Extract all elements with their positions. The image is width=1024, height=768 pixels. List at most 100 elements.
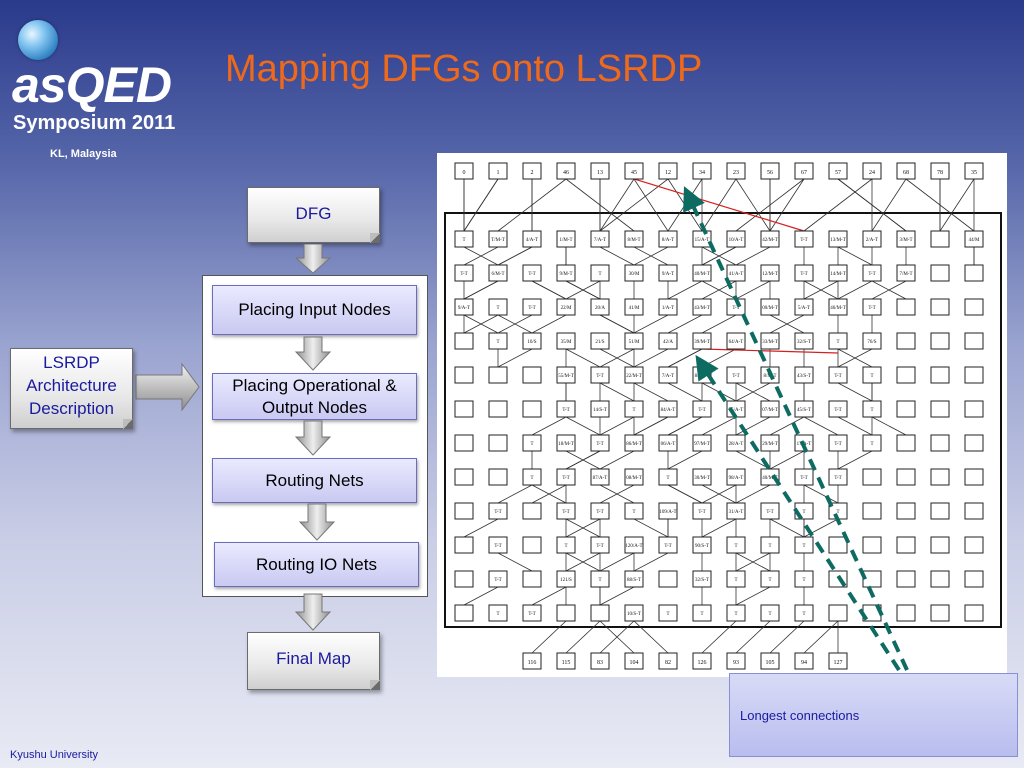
cell-box	[658, 332, 678, 350]
cell-box	[862, 570, 882, 588]
cell-box	[522, 298, 542, 316]
bottom-node-box	[794, 652, 814, 670]
cell-label: T-T	[732, 306, 739, 311]
cell-label: 45/S-T	[797, 408, 811, 413]
net-line	[531, 280, 567, 300]
cell-box	[522, 536, 542, 554]
net-line	[633, 348, 669, 368]
cell-label: 43/M-T	[694, 306, 710, 311]
cell-box	[522, 604, 542, 622]
step-routing-nets: Routing Nets	[212, 458, 417, 503]
net-line	[497, 314, 533, 334]
cell-box	[488, 230, 508, 248]
cell-label: 40/M-T	[762, 476, 778, 481]
cell-box	[726, 604, 746, 622]
net-line	[701, 314, 737, 334]
cell-label: 109/A-T	[659, 510, 676, 515]
bottom-node-box	[624, 652, 644, 670]
cell-box	[964, 366, 984, 384]
net-line	[701, 518, 737, 538]
cell-box	[692, 332, 712, 350]
step-label: Placing Operational & Output Nodes	[232, 375, 397, 417]
cell-label: T	[802, 612, 805, 617]
cell-label: T	[802, 544, 805, 549]
net-line	[599, 314, 635, 334]
cell-box	[794, 264, 814, 282]
cell-box	[488, 468, 508, 486]
top-node-label: 2	[531, 170, 534, 176]
cell-box	[556, 468, 576, 486]
cell-label: T	[870, 442, 873, 447]
cell-box	[896, 332, 916, 350]
cell-label: 90/S-T	[695, 544, 709, 549]
cell-box	[624, 230, 644, 248]
net-line	[769, 178, 805, 232]
cell-box	[930, 400, 950, 418]
cell-box	[624, 298, 644, 316]
top-node-label: 34	[699, 170, 705, 176]
top-node-box	[760, 162, 780, 180]
cell-label: 00/M-T	[762, 306, 778, 311]
cell-label: 10/A-T	[729, 238, 744, 243]
cell-box	[692, 570, 712, 588]
cell-box	[964, 400, 984, 418]
net-line	[599, 382, 635, 402]
page-fold-icon	[123, 419, 133, 429]
net-line	[633, 246, 669, 266]
cell-box	[624, 468, 644, 486]
net-line	[769, 416, 805, 436]
cell-label: 07/M-T	[762, 408, 778, 413]
cell-label: T-T	[834, 476, 841, 481]
cell-box	[658, 264, 678, 282]
cell-label: T-T	[494, 578, 501, 583]
bottom-node-box	[726, 652, 746, 670]
top-node-label: 35	[971, 170, 977, 176]
cell-box	[896, 604, 916, 622]
cell-box	[828, 536, 848, 554]
cell-label: T	[666, 612, 669, 617]
cell-box	[624, 332, 644, 350]
cell-box	[624, 502, 644, 520]
cell-label: T-T	[834, 374, 841, 379]
top-node-box	[556, 162, 576, 180]
slide-title: Mapping DFGs onto LSRDP	[225, 48, 703, 90]
step-placing-operational-output-nodes: Placing Operational & Output Nodes	[212, 373, 417, 420]
bottom-node-label: 116	[528, 660, 537, 666]
cell-label: T-T	[494, 544, 501, 549]
net-line	[803, 484, 839, 504]
cell-label: T-T	[596, 510, 603, 515]
cell-box	[760, 434, 780, 452]
cell-box	[590, 502, 610, 520]
net-line	[463, 280, 499, 300]
cell-box	[692, 434, 712, 452]
bottom-node-box	[522, 652, 542, 670]
cell-label: 86/M-T	[626, 442, 642, 447]
net-line	[633, 552, 669, 572]
cell-box	[522, 434, 542, 452]
cell-label: 98/A-T	[729, 476, 744, 481]
cell-box	[896, 502, 916, 520]
cell-label: 43/S-T	[797, 374, 811, 379]
cell-box	[726, 366, 746, 384]
side-arrow-icon	[135, 362, 200, 412]
net-line	[735, 382, 771, 402]
top-node-label: 57	[835, 170, 841, 176]
cell-box	[896, 468, 916, 486]
net-line	[565, 416, 601, 436]
cell-label: 120/A-T	[625, 544, 642, 549]
net-line	[735, 450, 771, 470]
net-line	[735, 586, 771, 606]
cell-box	[862, 536, 882, 554]
cell-box	[454, 264, 474, 282]
cell-box	[930, 604, 950, 622]
top-node-label: 1	[497, 170, 500, 176]
page-fold-icon	[370, 233, 380, 243]
net-line	[701, 246, 737, 266]
top-node-label: 67	[801, 170, 807, 176]
cell-box	[794, 400, 814, 418]
cell-box	[556, 230, 576, 248]
top-node-box	[454, 162, 474, 180]
cell-box	[590, 570, 610, 588]
cell-box	[930, 298, 950, 316]
